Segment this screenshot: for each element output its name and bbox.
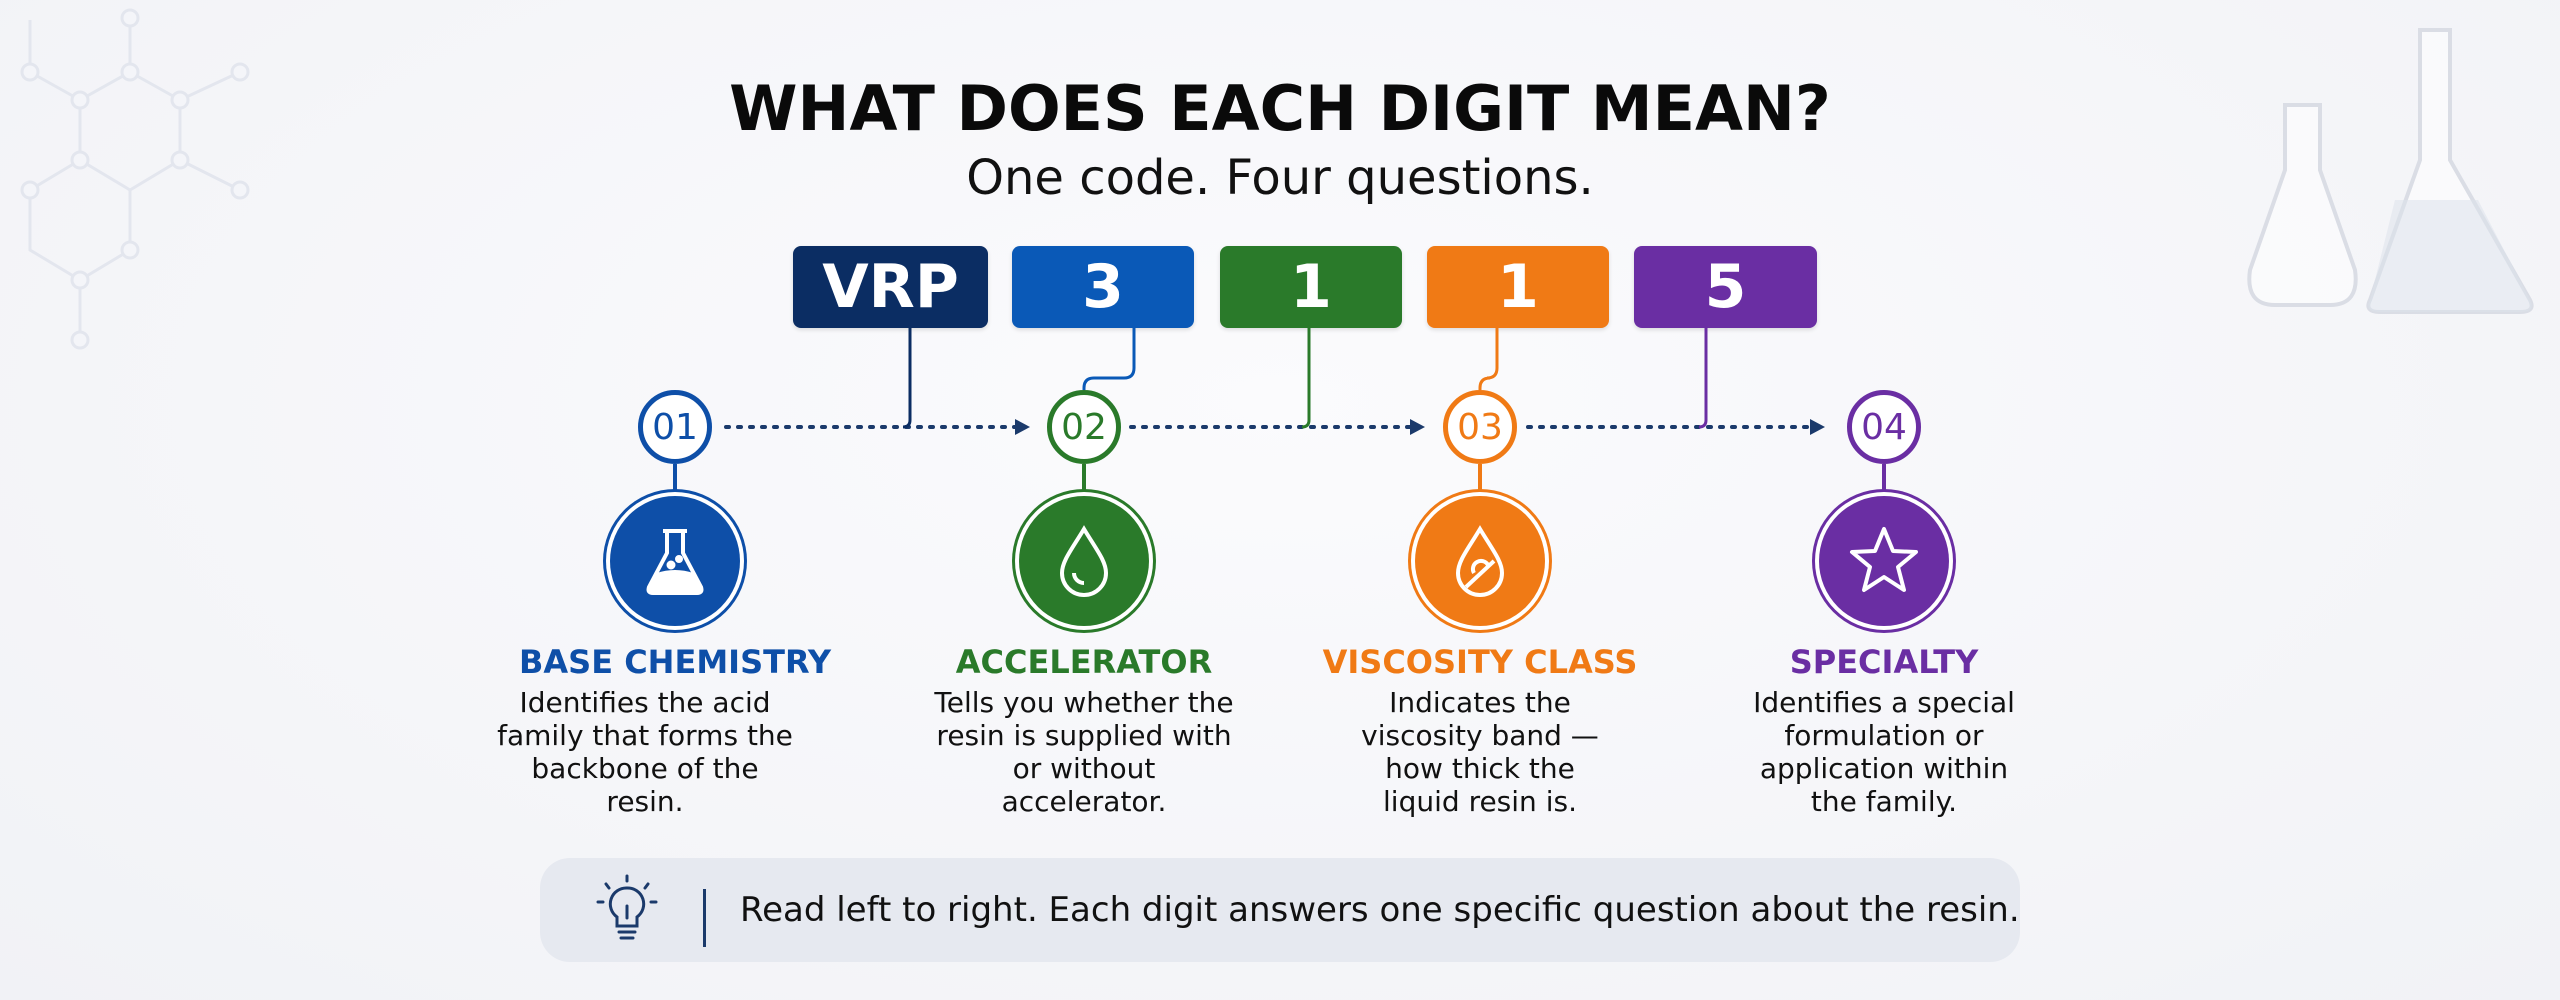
- step-number-02: 02: [1047, 390, 1121, 464]
- code-segment-text: 1: [1497, 252, 1539, 322]
- lightbulb-icon: [596, 874, 658, 940]
- step-description: Identifies a special formulation or appl…: [1753, 686, 2015, 818]
- page-subtitle: One code. Four questions.: [966, 150, 1594, 206]
- step-number-01: 01: [638, 390, 712, 464]
- step-label-viscosity-class: VISCOSITY CLASS: [1322, 643, 1638, 681]
- step-description: Tells you whether the resin is supplied …: [934, 686, 1234, 818]
- flask-icon: [610, 496, 740, 626]
- step-number-text: 02: [1061, 406, 1107, 448]
- step-number-text: 03: [1457, 406, 1503, 448]
- step-number-03: 03: [1443, 390, 1517, 464]
- code-segment-text: 3: [1082, 252, 1124, 322]
- step-label-accelerator: ACCELERATOR: [955, 643, 1213, 681]
- droplet-icon: [1019, 496, 1149, 626]
- code-segment-digit-3: 1: [1427, 246, 1609, 328]
- page-title: WHAT DOES EACH DIGIT MEAN?: [729, 72, 1831, 145]
- tip-text: Read left to right. Each digit answers o…: [740, 890, 2020, 930]
- code-segment-vrp: VRP: [793, 246, 988, 328]
- star-icon: [1819, 496, 1949, 626]
- code-segment-text: 5: [1704, 252, 1747, 322]
- code-segment-text: VRP: [822, 252, 959, 322]
- tip-banner: [540, 858, 2020, 962]
- step-number-04: 04: [1847, 390, 1921, 464]
- step-number-text: 01: [652, 406, 698, 448]
- tip-divider: [703, 889, 706, 947]
- code-segment-digit-4: 5: [1634, 246, 1817, 328]
- code-segment-digit-2: 1: [1220, 246, 1402, 328]
- step-description: Identifies the acid family that forms th…: [497, 686, 793, 818]
- code-segment-text: 1: [1290, 252, 1332, 322]
- code-segment-digit-1: 3: [1012, 246, 1194, 328]
- step-label-base-chemistry: BASE CHEMISTRY: [518, 643, 831, 681]
- viscosity-drop-icon: [1415, 496, 1545, 626]
- step-number-text: 04: [1861, 406, 1907, 448]
- step-description: Indicates the viscosity band — how thick…: [1361, 686, 1599, 818]
- step-label-specialty: SPECIALTY: [1789, 643, 1979, 681]
